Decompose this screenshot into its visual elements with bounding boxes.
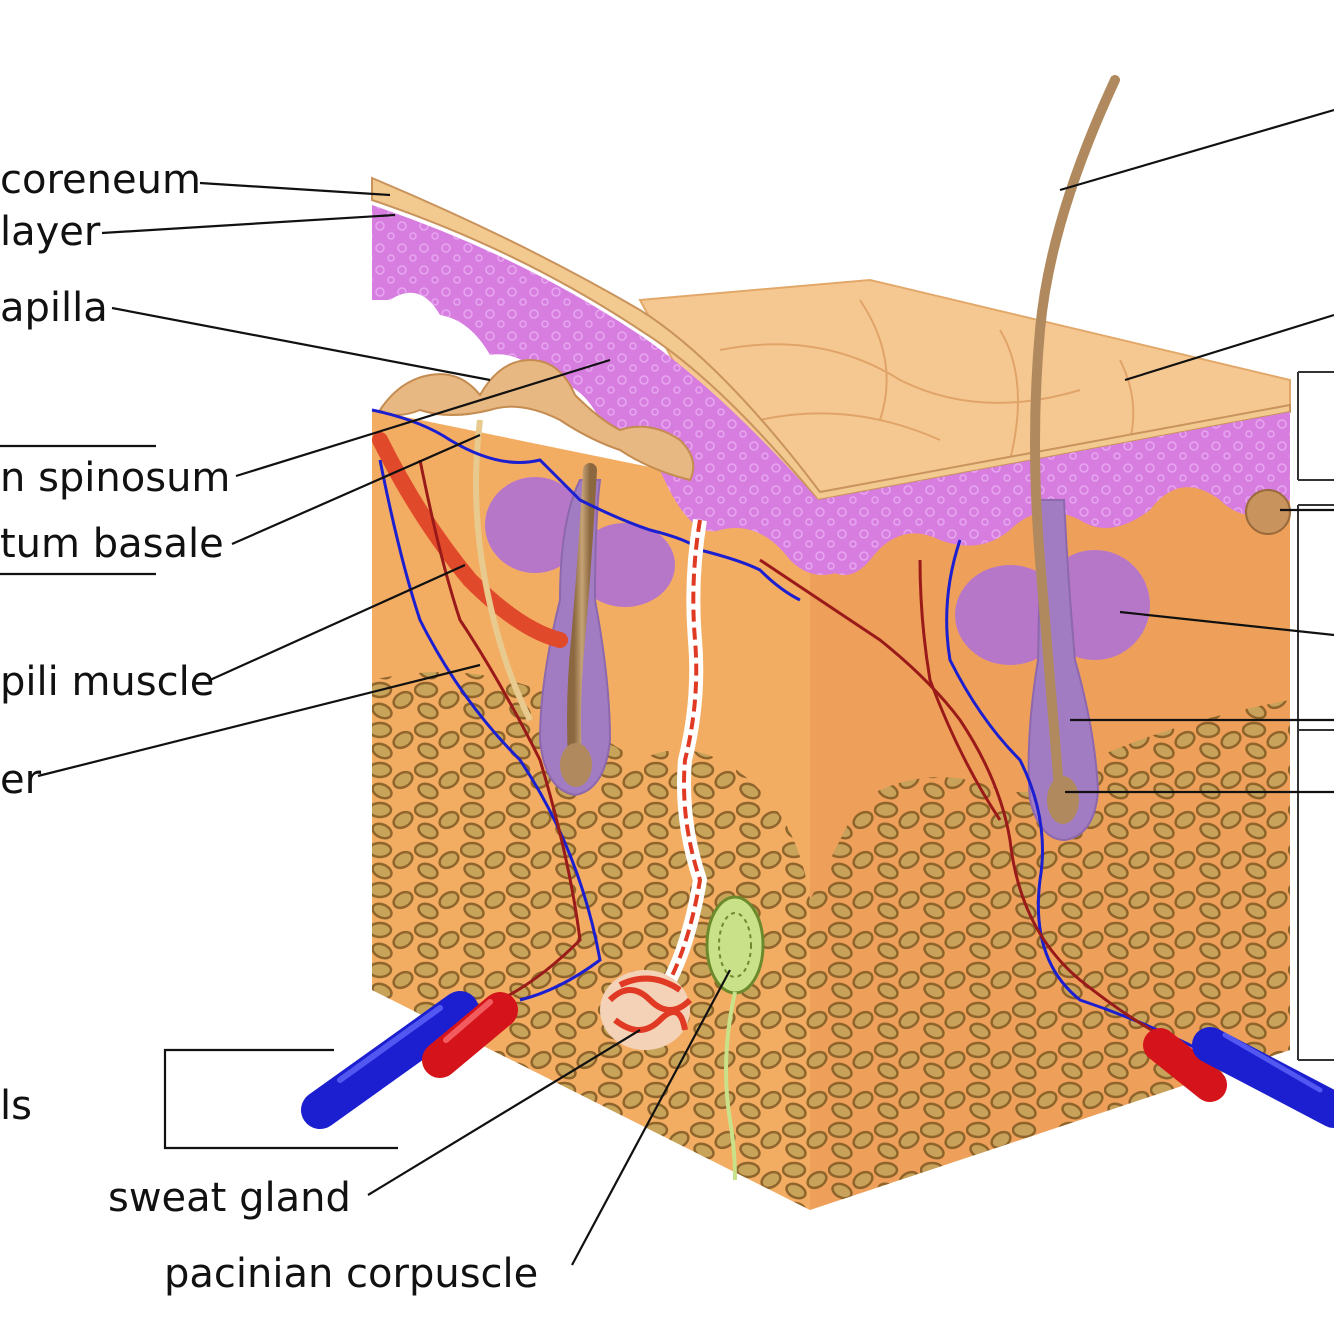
dermal-papillae [378, 358, 695, 482]
sweat-gland-coil [600, 970, 693, 1050]
epidermis-left-dots [372, 205, 860, 575]
sebaceous-gland-left [485, 477, 675, 607]
label-granular-layer: layer [0, 209, 101, 255]
vessels-bracket [163, 1048, 398, 1150]
leader-arrector-pili [209, 563, 466, 682]
label-dermal-papilla: apilla [0, 285, 108, 331]
nerve-fiber [473, 419, 533, 722]
leader-stratum-spinosum [235, 358, 611, 478]
leader-lines [0, 108, 1334, 1266]
leader-stratum-corneum [199, 181, 391, 197]
leader-pacinian [571, 969, 731, 1266]
leader-hair [1059, 108, 1334, 192]
sweat-gland-duct-outline [668, 519, 703, 981]
epidermis-right-dots [818, 412, 1290, 575]
hair-shaft-right [1030, 75, 1120, 805]
fat-tissue-front [372, 672, 810, 1210]
top-surface-lines [719, 299, 1135, 461]
leader-sweat-gland [367, 1029, 641, 1196]
leader-dermal-papilla [111, 306, 491, 382]
blood-vessels-right [1143, 1027, 1334, 1128]
label-sweat-gland: sweat gland [108, 1175, 351, 1221]
leader-top-surface [1124, 313, 1334, 382]
hair-bulb-right [1047, 776, 1079, 824]
stratum-corneum-band [371, 176, 1291, 502]
label-arrector-pili-muscle: pili muscle [0, 659, 215, 705]
hair-shaft-left [567, 463, 597, 767]
label-stratum-basale: tum basale [0, 521, 224, 567]
veins [371, 408, 1201, 1052]
leader-granular-layer [101, 213, 396, 235]
right-brackets [1297, 371, 1334, 1061]
leader-sebaceous [1119, 610, 1334, 637]
blood-vessels-left [301, 991, 518, 1129]
label-stratum-corneum: coreneum [0, 157, 201, 203]
label-layer: er [0, 757, 42, 803]
sweat-pore [1245, 489, 1291, 535]
label-vessels: ls [0, 1083, 32, 1129]
leader-layer [37, 663, 481, 778]
hair-bulb-left [560, 743, 592, 787]
label-stratum-spinosum: n spinosum [0, 455, 231, 501]
label-pacinian-corpuscle: pacinian corpuscle [164, 1251, 539, 1297]
arteries [418, 459, 1171, 1042]
leader-stratum-basale [231, 433, 481, 546]
pacinian-corpuscle [705, 895, 765, 1181]
fat-tissue-side [810, 700, 1290, 1210]
arrector-pili-muscle [372, 432, 568, 648]
